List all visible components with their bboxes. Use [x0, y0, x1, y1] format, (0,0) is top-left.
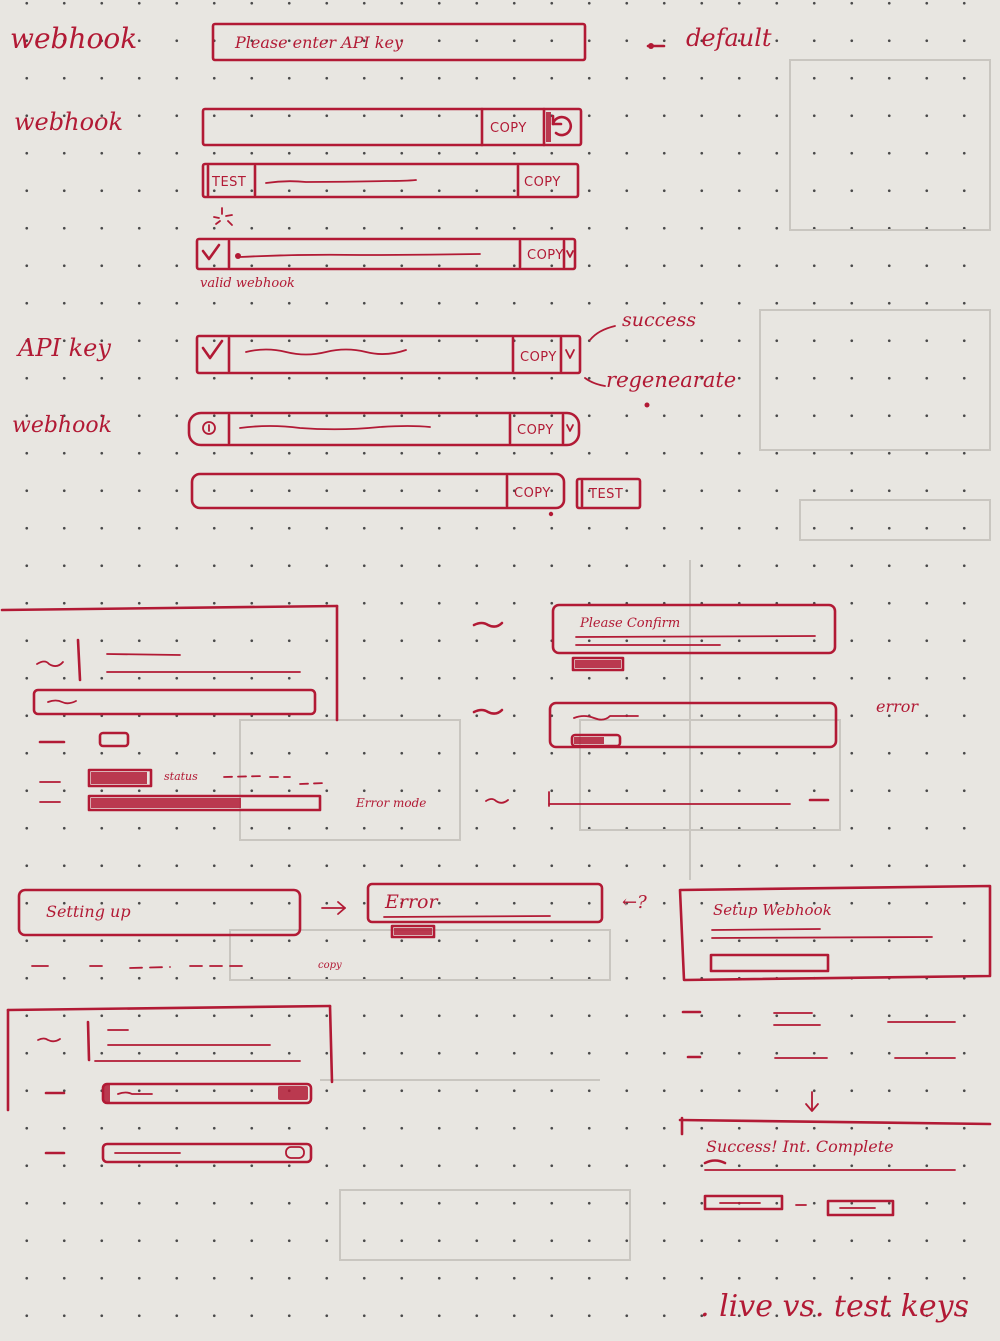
api-key-placeholder: Please enter API key — [234, 33, 404, 52]
test-button-outline[interactable]: TEST — [575, 477, 642, 510]
webhook-field-copy-regenerate[interactable]: COPY — [201, 107, 583, 147]
label-error-mode: Error mode — [355, 796, 426, 810]
regenerate-icon[interactable] — [546, 112, 573, 142]
label-live-vs-test-keys: . live vs. test keys — [700, 1289, 969, 1324]
input-field[interactable] — [101, 1082, 313, 1105]
test-button[interactable]: TEST — [588, 487, 623, 502]
label-copy-hint: copy — [318, 960, 342, 971]
label-webhook-2: webhook — [14, 108, 123, 136]
api-key-input-default[interactable]: Please enter API key — [211, 22, 587, 62]
copy-button[interactable]: COPY — [517, 423, 554, 438]
setup-input[interactable] — [709, 953, 830, 973]
label-default: default — [686, 24, 772, 52]
copy-button[interactable]: COPY — [520, 350, 557, 365]
arrow-down-icon — [805, 1091, 819, 1112]
arrow-right-icon — [321, 901, 346, 915]
setup-webhook-card: Setup Webhook — [678, 884, 992, 982]
label-valid-webhook: valid webhook — [200, 276, 295, 291]
ghost-sketches — [229, 59, 991, 1261]
input-field[interactable] — [32, 688, 317, 716]
loading-spinner-icon — [213, 207, 233, 226]
label-success: success — [622, 309, 696, 331]
secondary-button[interactable] — [826, 1199, 895, 1217]
label-webhook-3: webhook — [12, 413, 112, 438]
setting-up-card: Setting up — [17, 888, 302, 937]
chevron-down-icon[interactable] — [566, 424, 574, 432]
label-webhook-1: webhook — [10, 22, 137, 55]
label-status: status — [164, 770, 198, 783]
webhook-field-test-copy[interactable]: TEST COPY — [201, 162, 580, 199]
label-setup-webhook: Setup Webhook — [713, 901, 832, 919]
label-error: error — [876, 697, 919, 716]
label-error-title: Error — [384, 891, 439, 913]
progress-bar — [87, 768, 153, 788]
primary-button[interactable] — [703, 1194, 784, 1211]
label-setting-up: Setting up — [46, 902, 131, 921]
label-success-complete: Success! Int. Complete — [706, 1137, 894, 1156]
copy-button[interactable]: COPY — [490, 121, 527, 136]
chevron-down-icon[interactable] — [566, 250, 574, 258]
success-card: Success! Int. Complete — [678, 1116, 992, 1217]
settings-card-1: status — [0, 604, 339, 812]
api-key-field-success[interactable]: COPY — [195, 334, 582, 375]
check-icon — [201, 339, 224, 360]
info-icon — [202, 421, 216, 435]
label-api-key: API key — [16, 334, 111, 362]
copy-button[interactable]: COPY — [524, 175, 561, 190]
copy-button[interactable]: COPY — [514, 486, 551, 501]
webhook-field-info[interactable]: COPY — [187, 411, 581, 447]
webhook-field-valid[interactable]: COPY — [195, 237, 577, 271]
test-button[interactable]: TEST — [211, 175, 246, 190]
error-card — [548, 701, 838, 749]
svg-text:←?: ←? — [622, 892, 647, 913]
progress-bar-long — [87, 794, 322, 812]
webhook-field-copy-test[interactable]: COPY — [190, 472, 566, 510]
progress-bar — [571, 656, 625, 672]
label-please-confirm: Please Confirm — [579, 616, 680, 631]
toggle[interactable] — [98, 731, 130, 748]
error-state-card: Error — [366, 882, 604, 939]
label-regenerate: regenearate — [606, 368, 736, 392]
confirm-card: Please Confirm — [551, 603, 837, 672]
chevron-down-icon[interactable] — [565, 349, 575, 359]
input-field[interactable] — [101, 1142, 313, 1164]
settings-card-2 — [6, 1004, 334, 1164]
check-icon — [201, 243, 221, 261]
copy-button[interactable]: COPY — [527, 248, 564, 263]
